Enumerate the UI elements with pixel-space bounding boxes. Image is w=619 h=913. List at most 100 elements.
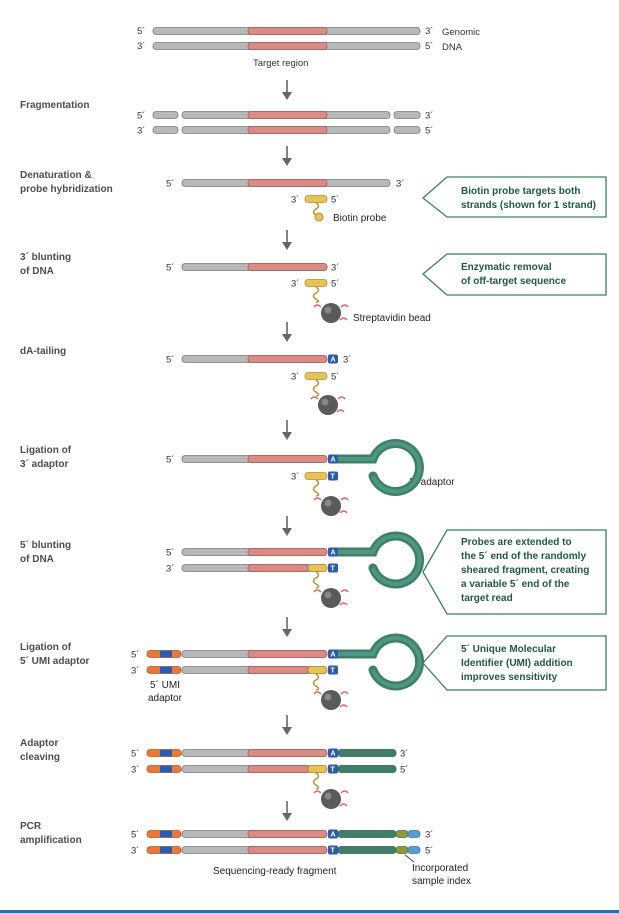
bl5-three: 3´: [166, 564, 174, 575]
da-probe-three: 3´: [291, 372, 299, 383]
streptavidin-bead-6-streptavidin-0: [313, 790, 322, 794]
header-top-three: 3´: [425, 26, 433, 37]
den-five: 5´: [166, 179, 174, 190]
bl5-linker: [312, 571, 320, 589]
bl3-three: 3´: [331, 263, 339, 274]
da-probe-five: 5´: [331, 372, 339, 383]
lig5-bottom-target: [247, 666, 309, 674]
arrow-7-head: [282, 629, 292, 637]
lig5-badge-a-text: A: [331, 652, 336, 659]
bl5-badge-a-text: A: [331, 550, 336, 557]
streptavidin-bead-4-streptavidin-1: [340, 589, 349, 593]
dna-label: DNA: [442, 42, 463, 53]
da-three: 3´: [343, 355, 351, 366]
clv-three: 3´: [131, 765, 139, 776]
streptavidin-bead-2-streptavidin-1: [337, 396, 346, 400]
streptavidin-bead-6-streptavidin-1: [340, 790, 349, 794]
bl5-bottom-target: [247, 564, 309, 572]
header-bottom-five: 5´: [425, 41, 433, 52]
probe-4: [304, 472, 328, 480]
clv-umi-top-umi: [160, 749, 172, 757]
clv-badge-a-text: A: [331, 751, 336, 758]
genomic-strand-bottom-target: [247, 42, 328, 50]
da-linker: [312, 379, 320, 397]
adaptor3-loop-inner: [338, 441, 422, 494]
streptavidin-bead-6: [321, 789, 341, 809]
streptavidin-bead-3-streptavidin-2: [339, 510, 348, 514]
pcr-end-bottom: [407, 846, 421, 854]
clv-top-target: [247, 749, 328, 757]
callout-biotin-frame: [421, 176, 607, 218]
arrow-1-head: [282, 92, 292, 100]
clv-badge-a: [328, 748, 338, 758]
bl5-badge-t-text: T: [331, 566, 336, 573]
streptavidin-bead-1-shine: [324, 306, 332, 314]
streptavidin-bead-2: [318, 395, 338, 415]
bl5-badge-a: [328, 547, 338, 557]
den-probe-five: 5´: [331, 195, 339, 206]
arrow-2-head: [282, 158, 292, 166]
streptavidin-bead-5-shine: [324, 693, 332, 701]
frag-three-top: 3´: [425, 111, 433, 122]
genomic-dna-header: 5´ 3´ 3´ 5´ Genomic DNA Target region: [137, 26, 480, 69]
clv-adaptor-top: [337, 749, 397, 757]
bl5-badge-t: [328, 563, 338, 573]
streptavidin-bead-1: [321, 303, 341, 323]
fragment-right-top: [393, 111, 421, 119]
annotations: Biotin probe Streptavidin bead 3´ adapto…: [148, 213, 471, 887]
pcr-umi-top-umi: [160, 830, 172, 838]
pcr-top-target: [247, 830, 328, 838]
bl3-five: 5´: [166, 263, 174, 274]
pcr-three-right: 3´: [425, 830, 433, 841]
biotin-dot-1: [314, 212, 324, 222]
fragment-mid-bottom-target: [247, 126, 328, 134]
probe-3: [304, 372, 328, 380]
callout-enzymatic-frame: [421, 253, 607, 296]
lig5-five: 5´: [131, 650, 139, 661]
frag-five-bottom: 5´: [425, 126, 433, 137]
streptavidin-bead-2-streptavidin-0: [310, 396, 319, 400]
pcr-five-right: 5´: [425, 846, 433, 857]
callout-umi-frame: [422, 635, 607, 691]
lig3-badge-t: [328, 471, 338, 481]
header-bottom-three: 3´: [137, 41, 145, 52]
arrow-6-head: [282, 528, 292, 536]
frag-five-top: 5´: [137, 111, 145, 122]
streptavidin-bead-5-streptavidin-2: [339, 704, 348, 708]
clv-badge-t-text: T: [331, 767, 336, 774]
clv-badge-t: [328, 764, 338, 774]
pcr-adaptor-bottom: [337, 846, 397, 854]
pcr-badge-top-text: A: [331, 832, 336, 839]
streptavidin-bead-4-shine: [324, 591, 332, 599]
fragment-left-bottom: [152, 126, 179, 134]
den-three: 3´: [396, 179, 404, 190]
lig5-umi-bottom-umi: [160, 666, 172, 674]
step-labels: Fragmentation Denaturation &probe hybrid…: [20, 100, 113, 846]
da-badge: [328, 354, 338, 364]
lig3-badge-a-text: A: [331, 457, 336, 464]
streptavidin-bead-4-streptavidin-0: [313, 589, 322, 593]
streptavidin-bead-label: Streptavidin bead: [353, 313, 431, 324]
denatured-strand-target: [247, 179, 328, 187]
frag-three-bottom: 3´: [137, 126, 145, 137]
fragment-left-top: [152, 111, 179, 119]
biotin-probe-label: Biotin probe: [333, 213, 387, 224]
clv-three-right: 3´: [400, 749, 408, 760]
sequencing-ready-label: Sequencing-ready fragment: [213, 866, 337, 877]
streptavidin-bead-5: [321, 690, 341, 710]
bl5-loop-inner: [338, 534, 422, 586]
probe-2: [304, 279, 328, 287]
streptavidin-bead-6-streptavidin-2: [339, 803, 348, 807]
pcr-umi-bottom-umi: [160, 846, 172, 854]
bl3-probe-three: 3´: [291, 279, 299, 290]
streptavidin-bead-5-streptavidin-1: [340, 691, 349, 695]
